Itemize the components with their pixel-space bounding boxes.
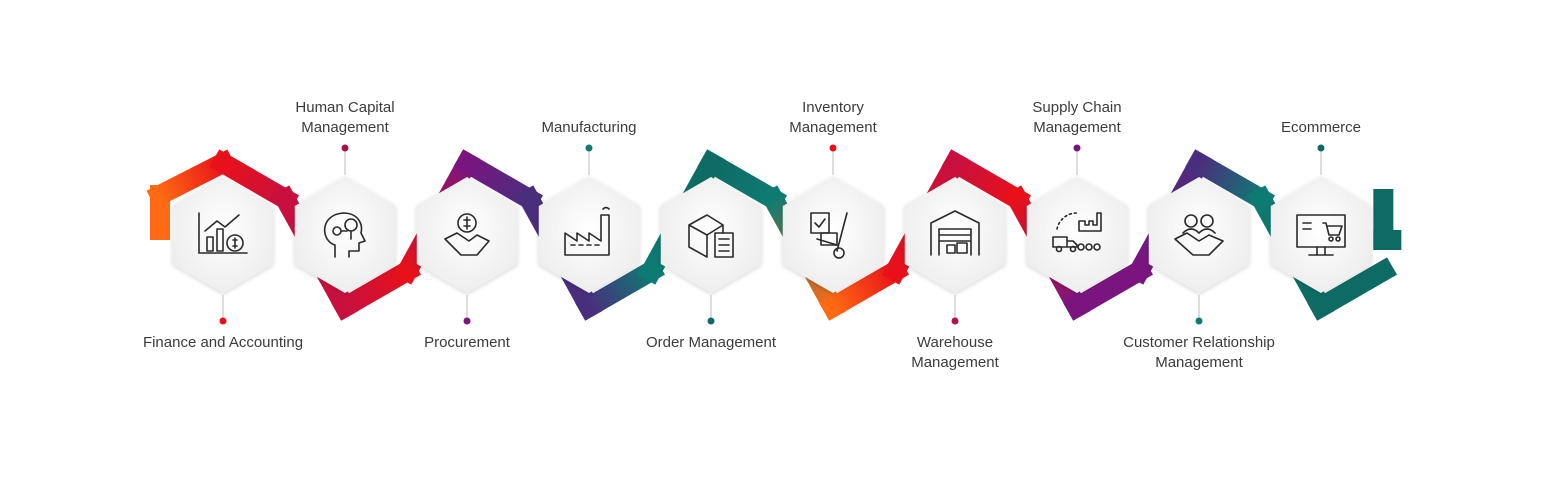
module-hexagons [172, 177, 1372, 293]
ribbon-wrap-3 [575, 257, 666, 321]
ribbon-wrap-1 [331, 257, 422, 321]
label-ecommerce: Ecommerce [1226, 118, 1416, 138]
ribbon-wrap-2 [453, 149, 544, 213]
dot-warehouse [951, 317, 959, 325]
label-line: Management [301, 119, 389, 136]
customer-handshake-icon [1174, 214, 1224, 256]
dot-supply [1073, 144, 1081, 152]
finance-chart-icon [198, 212, 248, 254]
label-line: Ecommerce [1280, 119, 1362, 136]
ribbon-wrap-8 [1185, 149, 1276, 213]
label-line: Customer Relationship [1123, 334, 1275, 351]
label-line: Order Management [645, 334, 777, 351]
label-stems [219, 144, 1325, 325]
label-procurement: Procurement [372, 333, 562, 353]
label-finance: Finance and Accounting [128, 333, 318, 353]
ribbon-wrap-0 [209, 149, 300, 213]
box-checklist-icon [688, 214, 734, 258]
label-line: Management [911, 354, 999, 371]
hexagon-hcm [294, 177, 396, 293]
label-line: Finance and Accounting [142, 334, 304, 351]
hexagon-crm [1148, 177, 1250, 293]
label-order: Order Management [616, 333, 806, 353]
ecommerce-cart-icon [1296, 214, 1346, 256]
label-line: Management [789, 119, 877, 136]
hexagon-order [660, 177, 762, 293]
hexagon-supply [1026, 177, 1128, 293]
warehouse-icon [930, 210, 980, 256]
dot-crm [1195, 317, 1203, 325]
dot-ecommerce [1317, 144, 1325, 152]
handshake-dollar-icon [444, 213, 490, 256]
label-line: Supply Chain [1032, 99, 1122, 116]
hexagon-ecommerce [1270, 177, 1372, 293]
ribbon-wrap-5 [819, 257, 910, 321]
ai-head-gear-icon [323, 212, 366, 258]
hexagon-procurement [416, 177, 518, 293]
factory-icon [564, 206, 610, 256]
label-line: Management [1033, 119, 1121, 136]
ribbon-wrap-4 [697, 149, 788, 213]
dot-order [707, 317, 715, 325]
label-line: Human Capital [295, 99, 395, 116]
label-line: Inventory [802, 99, 864, 116]
dot-manufacturing [585, 144, 593, 152]
ribbon-wrap-6 [941, 149, 1032, 213]
dot-finance [219, 317, 227, 325]
dot-hcm [341, 144, 349, 152]
label-line: Management [1155, 354, 1243, 371]
ribbon-wrap-9 [1307, 257, 1398, 321]
hand-truck-icon [810, 212, 848, 259]
label-line: Warehouse [916, 334, 994, 351]
label-line: Procurement [424, 334, 510, 351]
dot-procurement [463, 317, 471, 325]
dot-inventory [829, 144, 837, 152]
ribbon-wrap-7 [1063, 257, 1154, 321]
label-line: Manufacturing [541, 119, 637, 136]
label-manufacturing: Manufacturing [494, 118, 684, 138]
supply-chain-icon [1052, 212, 1102, 253]
hexagon-inventory [782, 177, 884, 293]
